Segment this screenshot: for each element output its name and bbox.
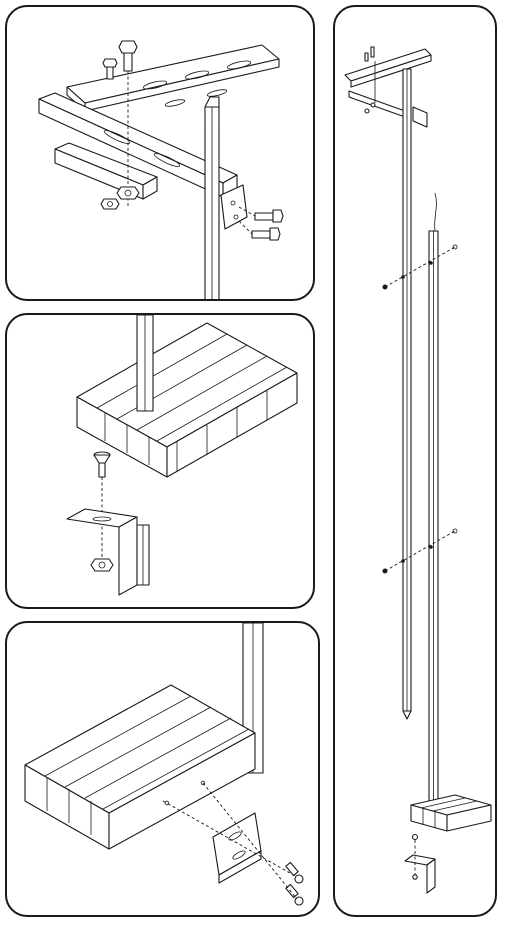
- side-bolt-2: [251, 227, 281, 241]
- cable: [434, 192, 437, 232]
- side-bolt-1: [254, 209, 284, 223]
- panel-full-assembly-overview: [333, 5, 497, 917]
- screw-2: [285, 883, 304, 906]
- side-bracket-plate: [220, 184, 248, 230]
- upper-slotted-channel: [66, 44, 280, 112]
- countersunk-bolt: [93, 451, 111, 478]
- bottom-bracket: [404, 833, 436, 894]
- panel-end-plate-detail: [5, 621, 320, 917]
- right-long-post: [428, 230, 439, 812]
- vertical-tube: [136, 315, 154, 412]
- vertical-post: [204, 96, 220, 299]
- cross-connector-lower: [382, 528, 458, 574]
- full-assembly-drawing: [344, 46, 492, 894]
- angle-rail: [38, 92, 238, 198]
- screw-1: [285, 861, 304, 884]
- cross-connector-upper: [382, 244, 458, 290]
- extruded-rail: [24, 684, 256, 850]
- top-bracket-drawing: [38, 40, 284, 299]
- end-plate-drawing: [24, 623, 304, 906]
- bottom-rail-block: [410, 794, 492, 832]
- hex-nut-2: [100, 198, 120, 210]
- top-bracket-assembly: [344, 46, 432, 128]
- l-bracket: [66, 508, 138, 596]
- extruded-rail: [76, 322, 298, 478]
- hex-bolt-left: [102, 58, 118, 80]
- panel-rail-bolt-detail: [5, 313, 315, 609]
- hex-nut: [90, 558, 114, 572]
- bracket-tube-stub: [136, 524, 150, 586]
- end-plate: [212, 812, 262, 884]
- hex-bolt-upper: [118, 40, 138, 72]
- panel-top-bracket-detail: [5, 5, 315, 301]
- hex-nut-1: [116, 186, 140, 200]
- rail-bolt-drawing: [66, 315, 298, 596]
- left-long-post: [402, 68, 412, 720]
